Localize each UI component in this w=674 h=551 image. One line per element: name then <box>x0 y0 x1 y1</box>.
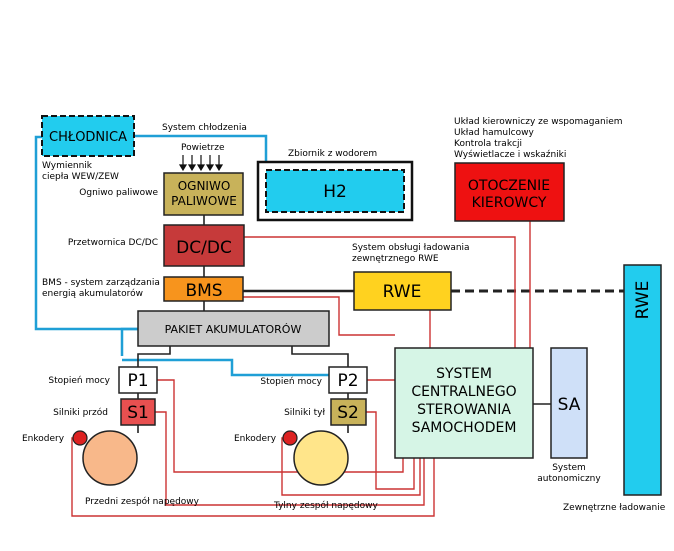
label-stopien-mocy-2: Stopień mocy <box>260 377 322 387</box>
label-driver-item-1: Układ kierowniczy ze wspomaganiem <box>454 117 623 127</box>
cooling-line-top <box>134 134 268 165</box>
label-powietrze: Powietrze <box>181 143 225 153</box>
label-bms-2: energią akumulatorów <box>42 288 143 299</box>
rwe-big-label: RWE <box>633 281 653 320</box>
h2-inner-box <box>265 169 405 213</box>
red-line-s1 <box>155 411 425 506</box>
s2-label: S2 <box>337 403 359 423</box>
label-rwe-1: System obsługi ładowania <box>352 243 470 253</box>
label-zbiornik: Zbiornik z wodorem <box>288 149 377 159</box>
bms-box <box>163 276 244 302</box>
label-enkodery-2: Enkodery <box>234 434 277 444</box>
cooling-lines <box>34 134 357 377</box>
otoczenie-box <box>454 162 565 222</box>
otoczenie-label-2: KIEROWCY <box>472 195 547 211</box>
label-driver-item-4: Wyświetlacze i wskaźniki <box>454 149 566 160</box>
cooling-line-left <box>34 135 138 331</box>
front-wheel <box>82 430 138 486</box>
front-encoder-icon <box>72 430 88 446</box>
ogniwo-label-2: PALIWOWE <box>171 194 237 208</box>
pakiet-label: PAKIET AKUMULATORÓW <box>165 323 302 336</box>
rwe-small-box <box>353 271 452 311</box>
label-enkodery-1: Enkodery <box>22 434 65 444</box>
p2-label: P2 <box>337 371 358 391</box>
s2-box <box>330 398 367 426</box>
rear-wheel <box>293 430 349 486</box>
label-silniki-przod: Silniki przód <box>53 407 108 418</box>
label-driver-item-2: Układ hamulcowy <box>454 128 534 138</box>
line-pack-p1 <box>137 346 171 367</box>
label-tylny-zespol: Tylny zespół napędowy <box>273 500 378 511</box>
p1-box <box>118 366 158 394</box>
label-wymiennik-1: Wymiennik <box>42 161 93 171</box>
central-label-1: SYSTEM <box>436 366 492 382</box>
red-line-p1 <box>157 379 404 473</box>
rwe-small-label: RWE <box>383 282 422 302</box>
label-bms-1: BMS - system zarządzania <box>42 278 160 288</box>
label-stopien-mocy-1: Stopień mocy <box>48 376 110 386</box>
dcdc-label: DC/DC <box>176 238 232 258</box>
ogniwo-label-1: OGNIWO <box>178 179 231 193</box>
black-lines <box>137 215 551 433</box>
label-wymiennik-2: ciepła WEW/ZEW <box>42 172 119 182</box>
p2-box <box>328 366 368 394</box>
sa-label: SA <box>558 395 581 415</box>
pakiet-box <box>137 310 330 347</box>
sa-box <box>550 347 588 459</box>
otoczenie-label-1: OTOCZENIE <box>468 178 550 194</box>
label-system-autonomiczny-2: autonomiczny <box>537 474 601 484</box>
rwe-big-box <box>623 264 662 496</box>
central-label-4: SAMOCHODEM <box>412 420 517 436</box>
label-system-chlodzenia: System chłodzenia <box>162 123 247 133</box>
chlodnica-box <box>41 115 135 157</box>
red-line-bms <box>243 296 395 336</box>
label-przedni-zespol: Przedni zespół napędowy <box>85 496 200 507</box>
dcdc-box <box>163 224 245 267</box>
cooling-line-pack-p2 <box>122 358 357 377</box>
s1-label: S1 <box>127 403 149 423</box>
label-driver-item-3: Kontrola trakcji <box>454 139 522 149</box>
cooling-line-pack-p1 <box>120 327 138 356</box>
central-label-2: CENTRALNEGO <box>411 384 516 400</box>
label-przetwornica: Przetwornica DC/DC <box>68 238 158 248</box>
central-control-box <box>394 347 534 459</box>
label-rwe-2: zewnętrznego RWE <box>352 254 439 264</box>
p1-label: P1 <box>127 371 148 391</box>
label-system-autonomiczny-1: System <box>552 463 586 473</box>
bms-label: BMS <box>185 281 222 301</box>
red-line-s2 <box>366 411 415 490</box>
line-pack-p2 <box>291 346 349 367</box>
red-lines <box>71 221 531 517</box>
label-silniki-tyl: Silniki tył <box>284 408 325 418</box>
red-line-dcdc <box>244 236 516 348</box>
ogniwo-paliwowe-box <box>163 172 244 216</box>
central-label-3: STEROWANIA <box>417 402 511 418</box>
s1-box <box>120 398 156 426</box>
label-ogniwo-paliwowe: Ogniwo paliwowe <box>79 188 158 198</box>
h2-label: H2 <box>323 182 347 202</box>
air-arrows-icon <box>178 155 224 172</box>
label-zewnetrzne-ladowanie: Zewnętrzne ładowanie <box>563 503 666 513</box>
rear-encoder-icon <box>282 430 298 446</box>
chlodnica-label: CHŁODNICA <box>49 130 127 145</box>
